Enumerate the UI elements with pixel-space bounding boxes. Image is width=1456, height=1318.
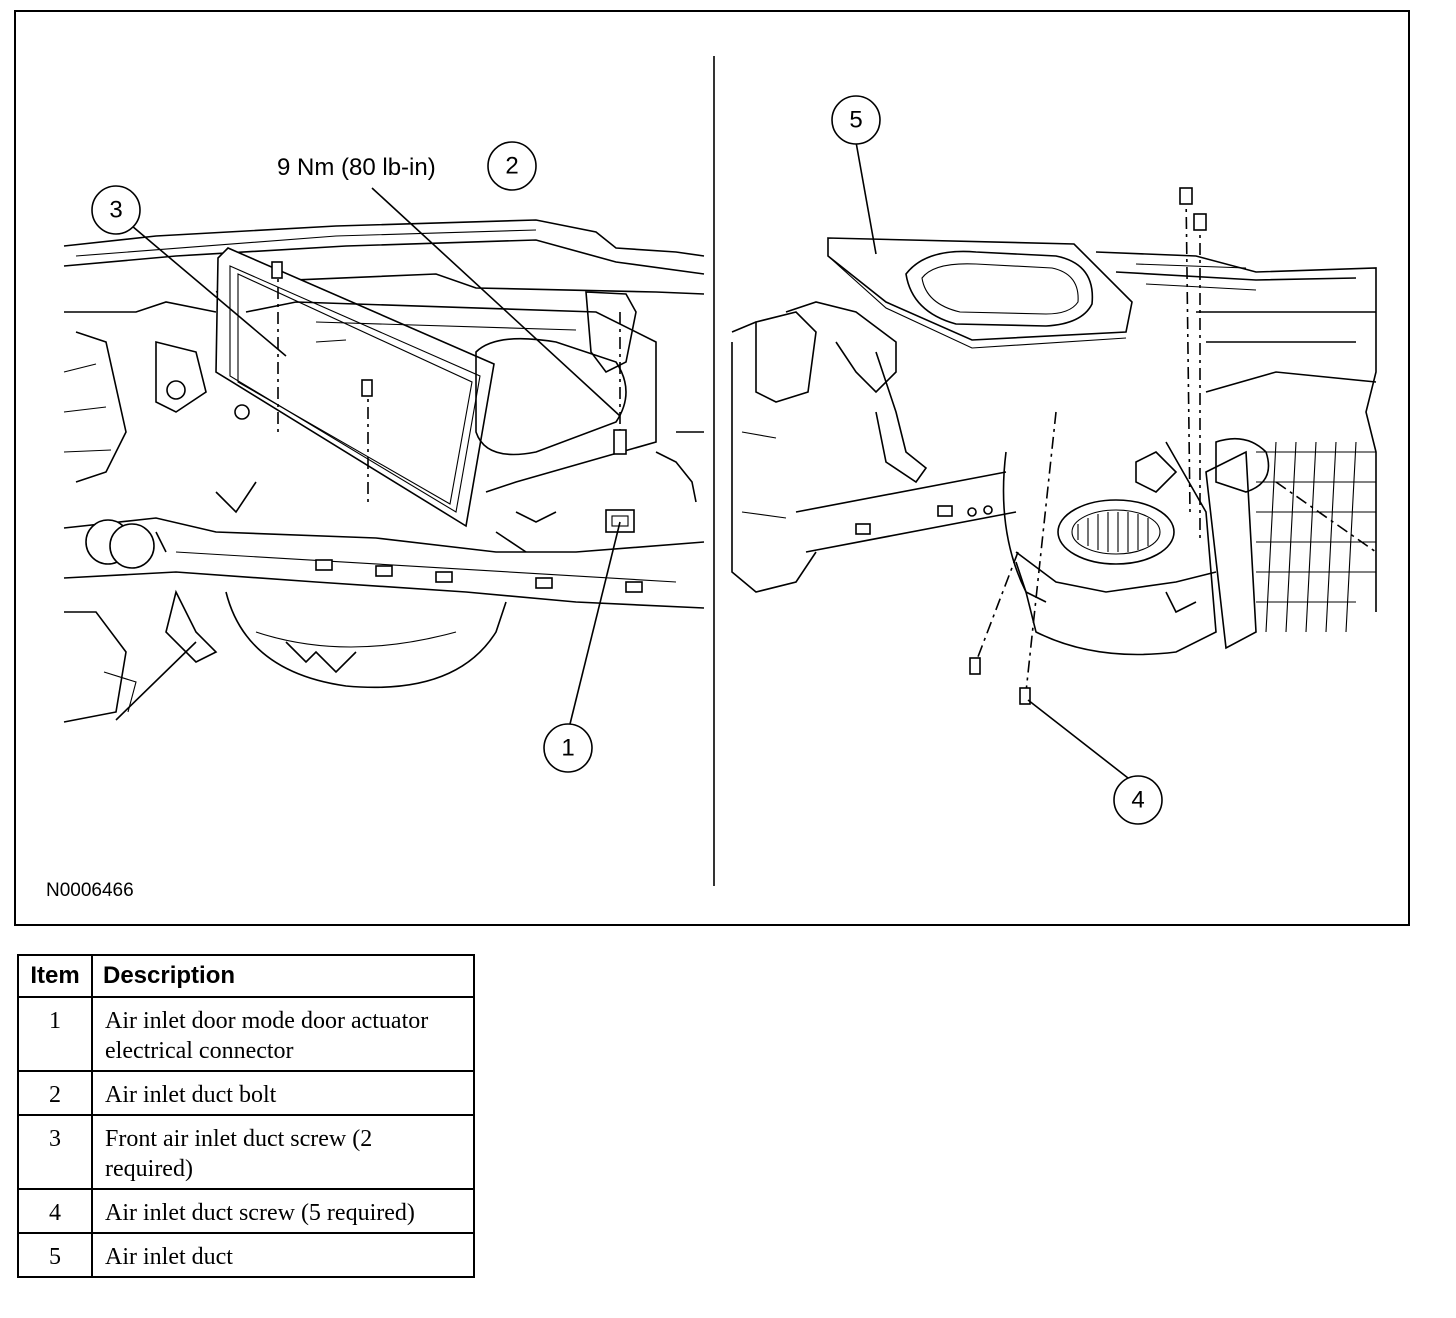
- callout-number: 4: [1131, 787, 1144, 814]
- legend-header-row: Item Description: [17, 954, 475, 998]
- callout-1: 1: [543, 723, 593, 773]
- table-row: 4 Air inlet duct screw (5 required): [17, 1188, 475, 1234]
- left-view-dash-assembly: [63, 187, 705, 725]
- figure-id: N0006466: [46, 880, 134, 901]
- header-item: Item: [17, 954, 93, 998]
- item-description: Front air inlet duct screw (2 required): [91, 1114, 475, 1190]
- item-number: 2: [17, 1070, 93, 1116]
- item-description: Air inlet duct bolt: [91, 1070, 475, 1116]
- callout-3: 3: [91, 185, 141, 235]
- figure-drawing: 9 Nm (80 lb-in) 1 2 3 4 5 N0006466: [46, 56, 1377, 901]
- callout-number: 2: [505, 153, 518, 180]
- item-number: 5: [17, 1232, 93, 1278]
- header-description: Description: [91, 954, 475, 998]
- callout-number: 3: [109, 197, 122, 224]
- callout-number: 1: [561, 735, 574, 762]
- torque-spec-label: 9 Nm (80 lb-in): [277, 154, 436, 181]
- callout-4: 4: [1113, 775, 1163, 825]
- exploded-view-figure: 9 Nm (80 lb-in) 1 2 3 4 5 N0006466: [14, 10, 1410, 926]
- item-number: 4: [17, 1188, 93, 1234]
- item-description: Air inlet door mode door actuator electr…: [91, 996, 475, 1072]
- item-description: Air inlet duct: [91, 1232, 475, 1278]
- legend-table: Item Description 1 Air inlet door mode d…: [17, 954, 475, 1278]
- callout-5: 5: [831, 95, 881, 145]
- table-row: 3 Front air inlet duct screw (2 required…: [17, 1114, 475, 1190]
- callout-2: 2: [487, 141, 537, 191]
- item-description: Air inlet duct screw (5 required): [91, 1188, 475, 1234]
- item-number: 1: [17, 996, 93, 1072]
- right-view-blower-assembly: [731, 141, 1377, 779]
- callout-number: 5: [849, 107, 862, 134]
- table-row: 2 Air inlet duct bolt: [17, 1070, 475, 1116]
- item-number: 3: [17, 1114, 93, 1190]
- table-row: 1 Air inlet door mode door actuator elec…: [17, 996, 475, 1072]
- table-row: 5 Air inlet duct: [17, 1232, 475, 1278]
